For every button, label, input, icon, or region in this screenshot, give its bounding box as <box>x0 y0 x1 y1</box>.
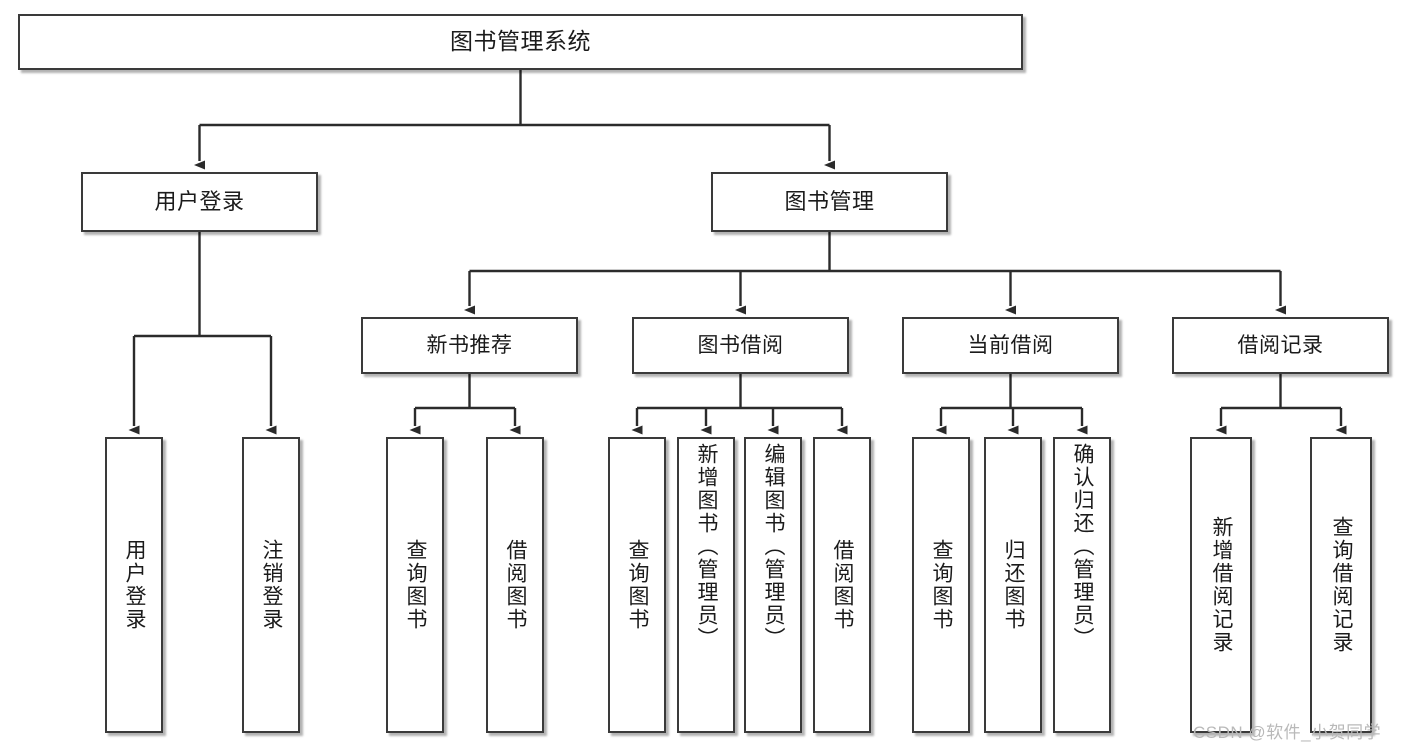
node-new-book-rec[interactable]: 新书推荐 <box>361 317 578 374</box>
node-leaf-query-book-3[interactable]: 查询图书 <box>912 437 970 733</box>
node-leaf-user-login[interactable]: 用户登录 <box>105 437 163 733</box>
node-user-login[interactable]: 用户登录 <box>81 172 318 232</box>
node-leaf-add-record[interactable]: 新增借阅记录 <box>1190 437 1252 733</box>
node-label-leaf-borrow-book-1: 借阅图书 <box>504 539 528 631</box>
node-label-leaf-query-book-3: 查询图书 <box>930 539 954 631</box>
node-label-leaf-add-book: 新增图书（管理员） <box>695 443 719 650</box>
node-label-leaf-add-record: 新增借阅记录 <box>1210 516 1234 654</box>
node-leaf-query-record[interactable]: 查询借阅记录 <box>1310 437 1372 733</box>
node-label-book-manage: 图书管理 <box>784 188 875 214</box>
node-label-leaf-confirm-return: 确认归还（管理员） <box>1071 443 1095 650</box>
node-label-user-login: 用户登录 <box>154 188 245 214</box>
node-leaf-logout[interactable]: 注销登录 <box>242 437 300 733</box>
node-leaf-query-book-2[interactable]: 查询图书 <box>608 437 666 733</box>
node-label-leaf-edit-book: 编辑图书（管理员） <box>762 443 786 650</box>
node-label-leaf-borrow-book-2: 借阅图书 <box>831 539 855 631</box>
node-label-borrow-record: 借阅记录 <box>1237 333 1324 357</box>
node-leaf-add-book[interactable]: 新增图书（管理员） <box>677 437 735 733</box>
node-label-leaf-user-login: 用户登录 <box>123 539 147 631</box>
node-current-borrow[interactable]: 当前借阅 <box>902 317 1119 374</box>
node-label-leaf-return-book: 归还图书 <box>1002 539 1026 631</box>
node-borrow-record[interactable]: 借阅记录 <box>1172 317 1389 374</box>
node-leaf-borrow-book-1[interactable]: 借阅图书 <box>486 437 544 733</box>
node-label-root: 图书管理系统 <box>450 28 591 55</box>
node-leaf-return-book[interactable]: 归还图书 <box>984 437 1042 733</box>
node-label-new-book-rec: 新书推荐 <box>426 333 513 357</box>
node-label-leaf-query-record: 查询借阅记录 <box>1330 516 1354 654</box>
node-book-borrow[interactable]: 图书借阅 <box>632 317 849 374</box>
node-label-leaf-query-book-1: 查询图书 <box>404 539 428 631</box>
node-leaf-borrow-book-2[interactable]: 借阅图书 <box>813 437 871 733</box>
node-label-leaf-logout: 注销登录 <box>260 539 284 631</box>
node-label-current-borrow: 当前借阅 <box>967 333 1054 357</box>
node-book-manage[interactable]: 图书管理 <box>711 172 948 232</box>
node-leaf-edit-book[interactable]: 编辑图书（管理员） <box>744 437 802 733</box>
node-leaf-query-book-1[interactable]: 查询图书 <box>386 437 444 733</box>
node-label-leaf-query-book-2: 查询图书 <box>626 539 650 631</box>
node-root[interactable]: 图书管理系统 <box>18 14 1023 70</box>
node-leaf-confirm-return[interactable]: 确认归还（管理员） <box>1053 437 1111 733</box>
node-label-book-borrow: 图书借阅 <box>697 333 784 357</box>
